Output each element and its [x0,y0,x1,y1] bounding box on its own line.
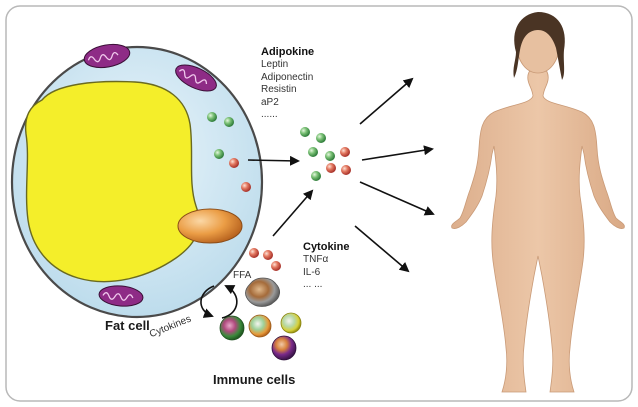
green-molecule [224,117,234,127]
lipid-droplet [24,80,200,283]
red-molecule [326,163,336,173]
ffa-arrow [221,285,238,319]
green-molecule [325,151,335,161]
adipokine-list: Adipokine Leptin Adiponectin Resistin aP… [261,46,314,122]
immune-cell-green [219,315,245,341]
mitochondrion-right [175,64,217,92]
green-molecule [214,149,224,159]
cytokine-item: TNFα [303,254,329,265]
arrow-to-body-3 [359,181,435,216]
red-molecule [249,248,259,258]
adipokine-item: ...... [261,109,278,120]
macrophage [245,277,280,307]
red-molecule [341,165,351,175]
immune-cells [219,277,302,361]
red-molecule [271,261,281,271]
secreted-molecule-cluster [300,127,351,181]
cytokine-item: IL-6 [303,266,321,278]
arrow-immune-secretion [272,189,314,237]
adipokine-item: aP2 [261,96,279,108]
green-molecule [311,171,321,181]
green-molecule [207,112,217,122]
immune-cells-label: Immune cells [213,372,296,387]
human-body [451,12,625,393]
red-molecule [229,158,239,168]
mitochondrion-bottom [98,285,144,307]
red-molecule [241,182,251,192]
cytokine-item: ... ... [303,279,323,290]
adipokine-item: Adiponectin [261,71,314,83]
red-molecule [340,147,350,157]
exchange-cycle-arrows [200,285,238,319]
red-molecule [263,250,273,260]
immune-cell-orange [248,314,272,338]
green-molecule [300,127,310,137]
cytokine-title: Cytokine [303,241,350,253]
immune-cell-yellow [280,312,302,334]
green-molecule [316,133,326,143]
cytokine-list: Cytokine TNFα IL-6 ... ... [303,241,349,292]
hair [513,12,565,80]
fat-cell [10,43,264,319]
nucleus [177,208,243,244]
cytokines-arrow [200,285,215,318]
arrow-secretion [247,155,300,166]
fat-cell-label: Fat cell [105,318,150,333]
arrow-to-body-2 [361,145,434,161]
arrow-to-body-1 [359,77,414,125]
immune-cell-purple [271,335,297,361]
adipokine-item: Leptin [261,59,289,70]
mitochondrion-left [83,43,131,69]
adipokine-item: Resistin [261,84,297,95]
adipokine-title: Adipokine [261,46,315,58]
body-silhouette [451,65,625,393]
ffa-label: FFA [233,270,252,281]
arrow-to-body-4 [354,225,410,273]
green-molecule [308,147,318,157]
